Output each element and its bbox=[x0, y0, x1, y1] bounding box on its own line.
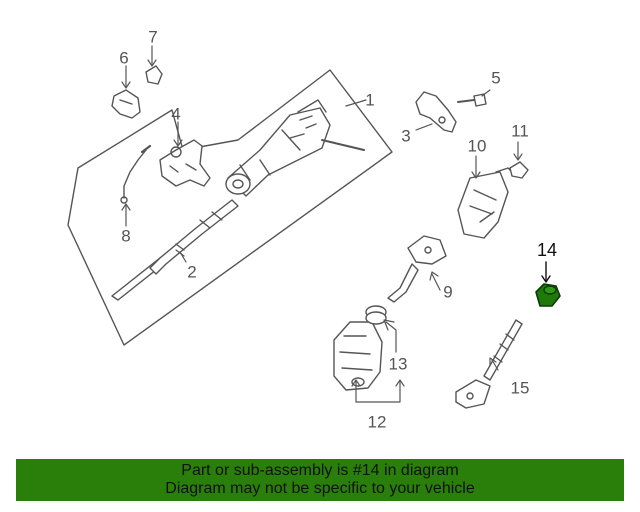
part-11-clip bbox=[509, 161, 529, 179]
callout-7: 7 bbox=[148, 27, 158, 47]
part-3-bracket bbox=[415, 91, 457, 133]
callout-5: 5 bbox=[491, 68, 501, 88]
parts-diagram: 1 2 3 4 5 6 7 8 9 10 11 12 13 14 15 bbox=[67, 27, 561, 432]
callout-15: 15 bbox=[510, 378, 530, 398]
part-6-clip bbox=[111, 89, 141, 119]
part-1-outline bbox=[67, 69, 393, 346]
part-2-shaft bbox=[111, 199, 239, 301]
callout-8: 8 bbox=[121, 226, 131, 246]
callout-2: 2 bbox=[187, 262, 197, 282]
leader-14 bbox=[541, 261, 551, 283]
callout-11: 11 bbox=[511, 121, 529, 141]
part-15-lower-shaft bbox=[455, 319, 523, 409]
callout-14: 14 bbox=[536, 240, 558, 260]
part-5-bolt bbox=[457, 93, 487, 107]
part-13-seal bbox=[365, 305, 387, 325]
leader-lines bbox=[121, 45, 523, 403]
part-8-wire bbox=[120, 144, 152, 204]
callout-12: 12 bbox=[367, 412, 387, 432]
callout-4: 4 bbox=[171, 104, 181, 124]
banner-line-2: Diagram may not be specific to your vehi… bbox=[165, 480, 475, 497]
callout-13: 13 bbox=[388, 354, 408, 374]
part-7-cap bbox=[145, 65, 163, 85]
callout-10: 10 bbox=[467, 136, 487, 156]
callout-1: 1 bbox=[365, 90, 375, 110]
callout-9: 9 bbox=[443, 282, 453, 302]
diagram-svg bbox=[67, 45, 561, 409]
part-14-highlighted bbox=[535, 283, 561, 307]
callout-3: 3 bbox=[401, 126, 411, 146]
part-9-joint bbox=[387, 235, 447, 303]
part-1-steering-column bbox=[225, 99, 365, 197]
part-12-boot bbox=[333, 321, 383, 391]
banner-line-1: Part or sub-assembly is #14 in diagram bbox=[181, 462, 459, 479]
part-10-cover bbox=[457, 167, 517, 239]
callout-6: 6 bbox=[119, 48, 129, 68]
info-banner: Part or sub-assembly is #14 in diagram D… bbox=[16, 459, 624, 501]
part-4-switch bbox=[159, 139, 211, 187]
